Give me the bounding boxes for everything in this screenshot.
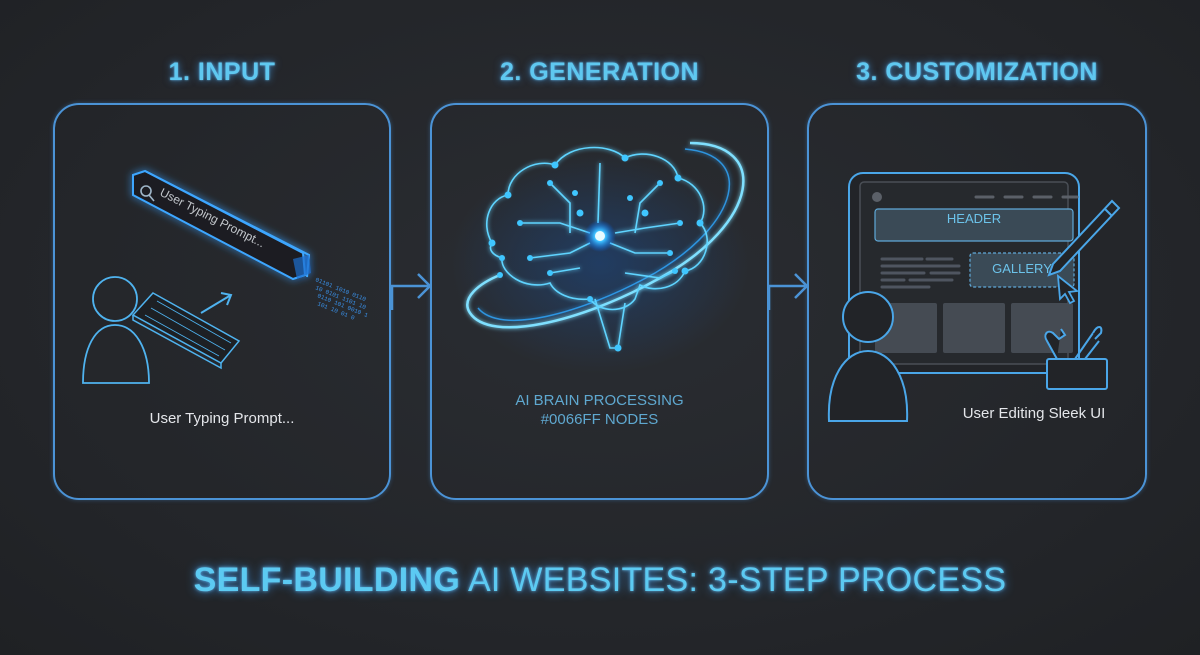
keyboard-icon xyxy=(131,292,241,370)
search-bar xyxy=(132,169,311,281)
header-block xyxy=(874,208,1074,242)
step-1-caption: User Typing Prompt... xyxy=(149,410,295,427)
orbit-ring xyxy=(466,141,745,329)
arrow-icon xyxy=(200,292,233,314)
search-icon xyxy=(140,185,155,202)
main-title: SELF-BUILDING AI WEBSITES: 3-STEP PROCES… xyxy=(0,561,1200,600)
brain-nodes xyxy=(488,154,704,352)
step-1-panel: User Typing Prompt... 01101 1010 0110 10… xyxy=(53,103,391,500)
search-bar-text: User Typing Prompt... xyxy=(158,185,268,250)
step-2-panel: AI BRAIN PROCESSING #0066FF NODES xyxy=(430,103,769,500)
step-2-title: 2. GENERATION xyxy=(499,58,700,86)
step-2-caption-line1: AI BRAIN PROCESSING xyxy=(515,392,684,409)
toolbox-icon xyxy=(1044,326,1108,390)
step-3-caption: User Editing Sleek UI xyxy=(962,405,1106,422)
step-1-title: 1. INPUT xyxy=(168,58,276,86)
step-2-caption-line2: #0066FF NODES xyxy=(540,411,659,428)
ai-brain-circuit-icon xyxy=(450,141,750,373)
step-3-panel: HEADER GALLERY User Editing Sleek UI xyxy=(807,103,1147,500)
tablet-icon xyxy=(827,172,1121,422)
tablet-header-label: HEADER xyxy=(946,211,1002,226)
user-icon xyxy=(827,291,909,422)
main-title-bold: SELF-BUILDING xyxy=(193,561,461,599)
main-title-rest: AI WEBSITES: 3-STEP PROCESS xyxy=(460,561,1007,599)
gallery-block xyxy=(969,252,1075,288)
binary-data-stream: 01101 1010 0110 10 0101 1101 10 0110 101… xyxy=(314,276,369,321)
pencil-icon xyxy=(1047,199,1121,277)
step-3-title: 3. CUSTOMIZATION xyxy=(856,58,1098,86)
tablet-gallery-label: GALLERY xyxy=(992,261,1052,276)
user-icon xyxy=(82,276,150,384)
input-illustration: User Typing Prompt... 01101 1010 0110 10… xyxy=(82,169,369,384)
cursor-icon xyxy=(1056,274,1080,305)
